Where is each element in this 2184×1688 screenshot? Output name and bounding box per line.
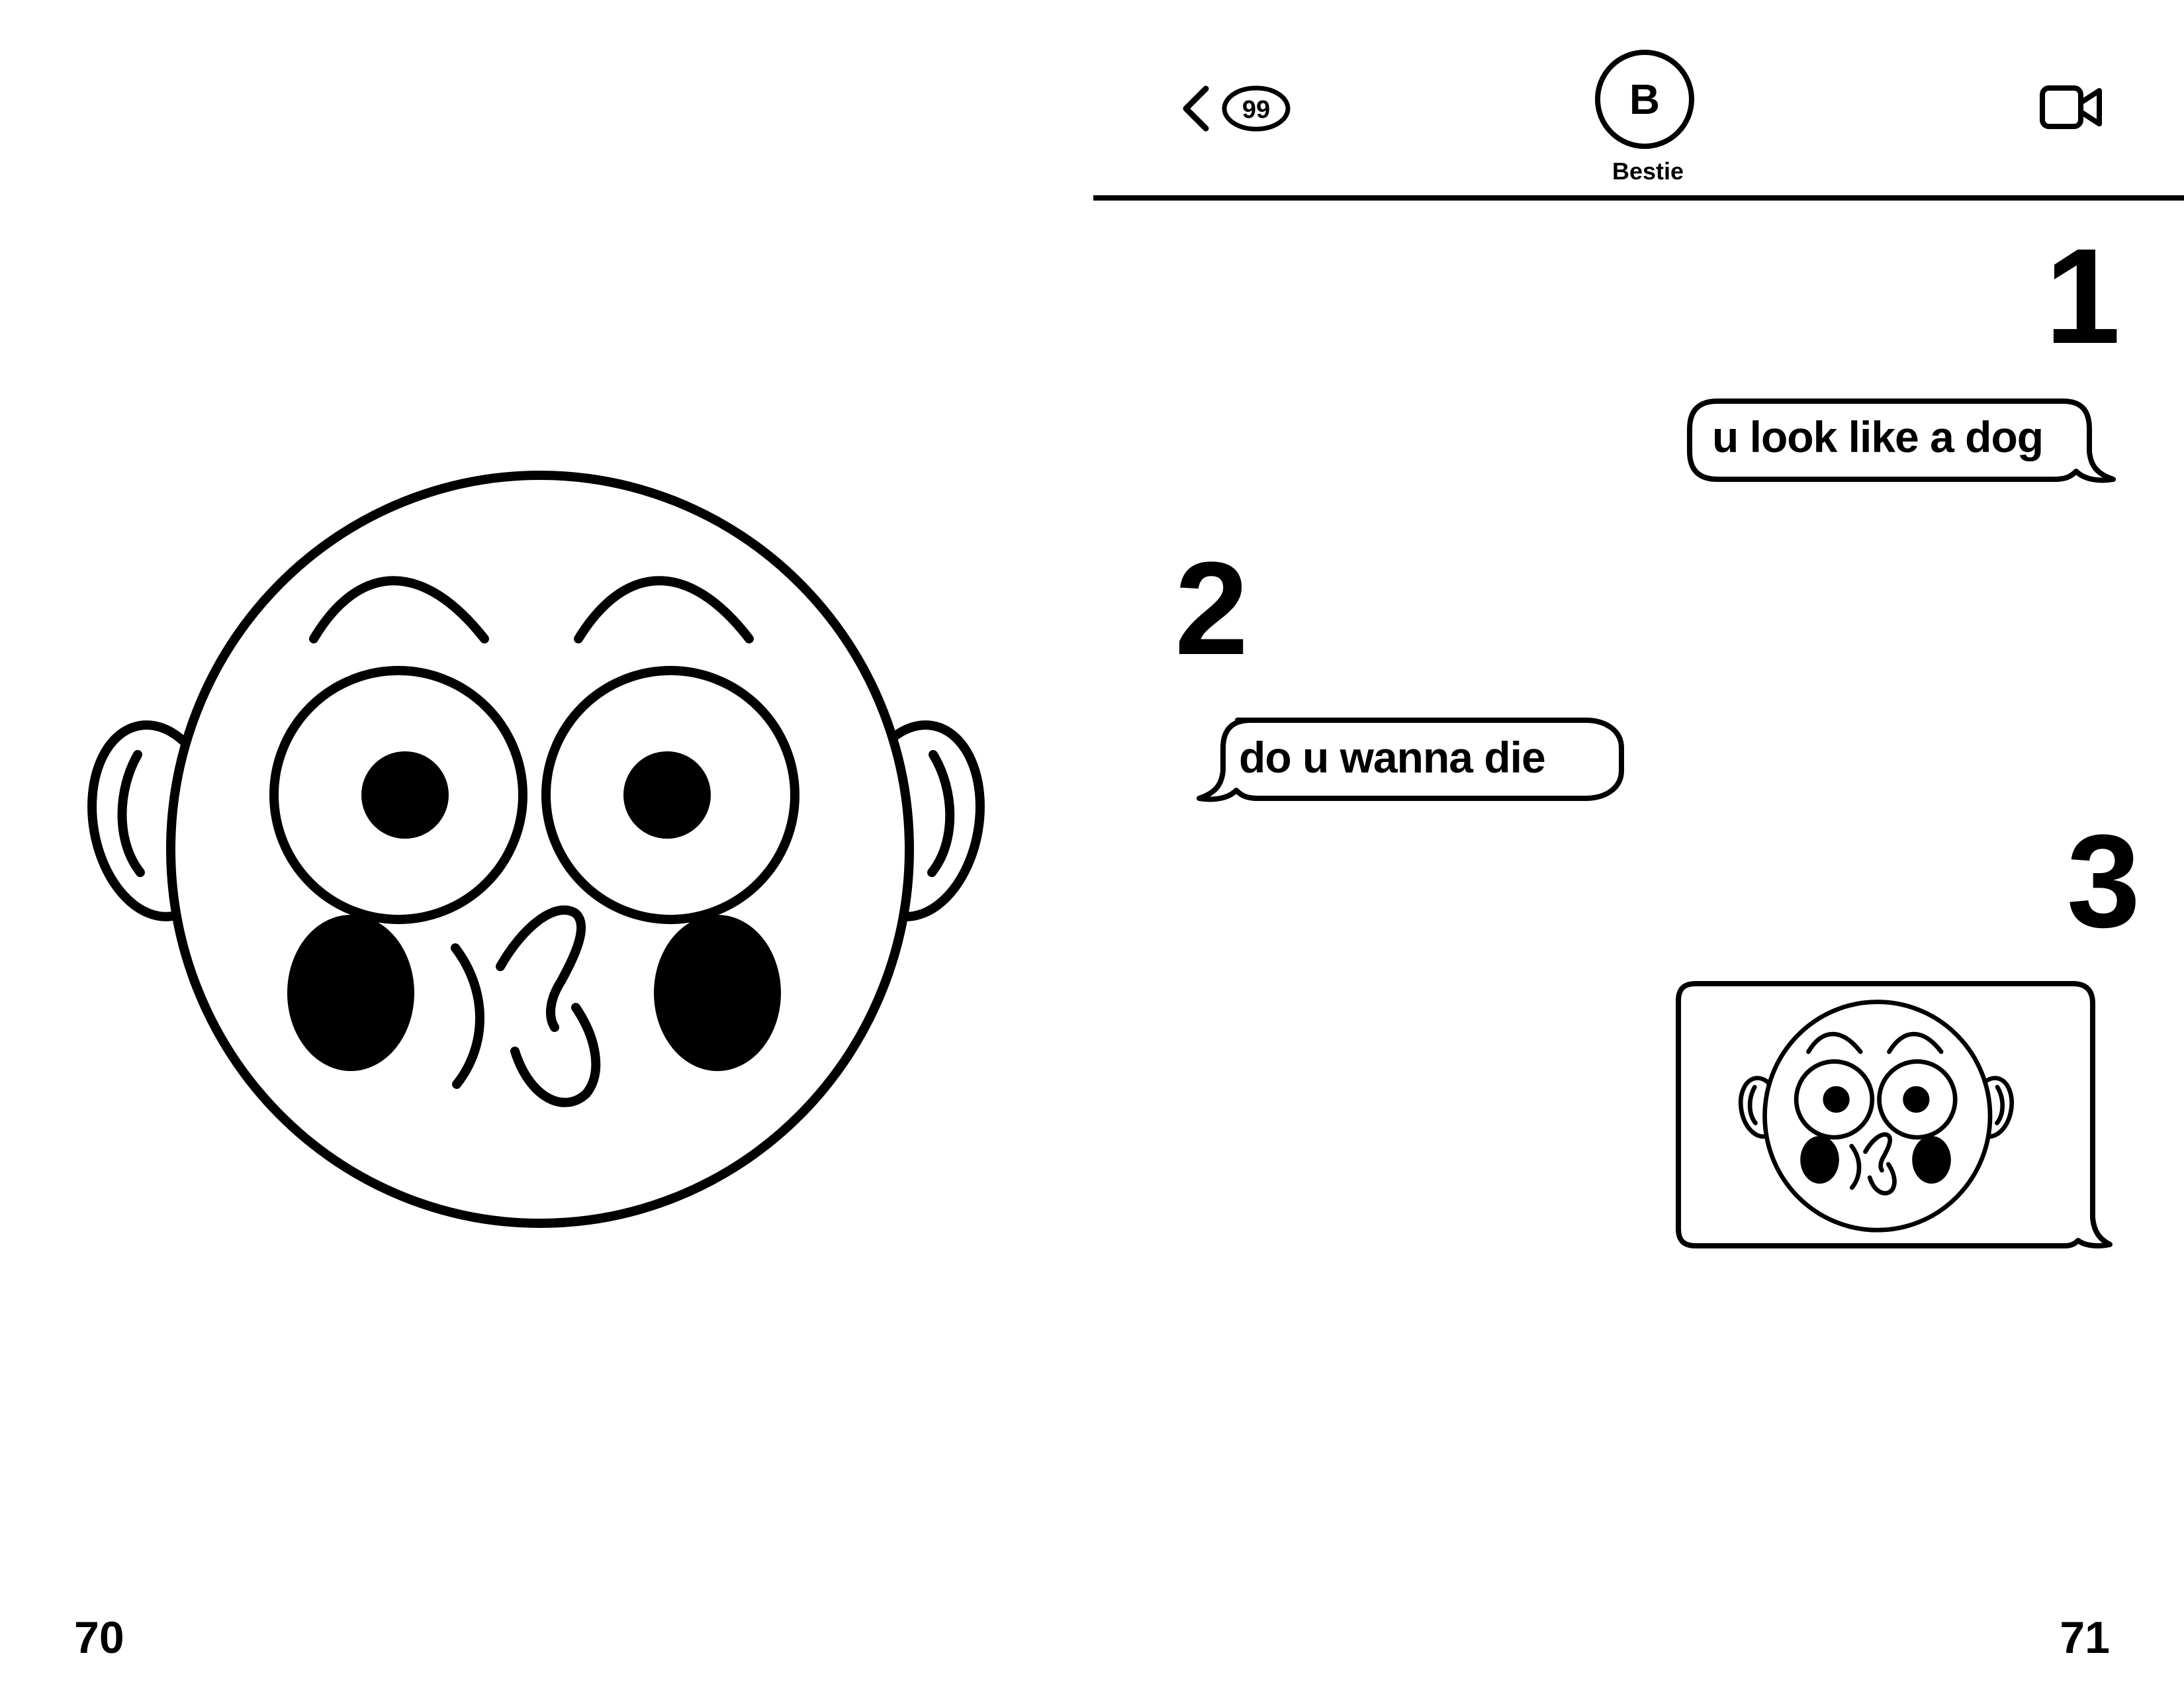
step-number-3: 3 [2066, 808, 2140, 955]
contact-name[interactable]: Bestie [1612, 158, 1684, 185]
big-face-illustration [87, 471, 985, 1228]
message-bubble-image[interactable] [1674, 980, 2113, 1251]
unread-badge [1222, 85, 1291, 132]
face-drawing-attachment [1738, 1000, 2014, 1233]
message-bubble-outgoing[interactable]: u look like a dog [1684, 397, 2116, 483]
header-divider [1093, 195, 2184, 201]
back-button[interactable]: 99 [1177, 74, 1296, 140]
step-number-1: 1 [2044, 220, 2120, 372]
unread-count: 99 [1242, 96, 1270, 124]
step-number-2: 2 [1175, 535, 1248, 682]
avatar-initial: B [1629, 75, 1661, 123]
message-text: u look like a dog [1712, 412, 2044, 461]
contact-avatar[interactable]: B [1595, 50, 1694, 149]
message-text: do u wanna die [1239, 733, 1546, 782]
back-chevron-icon [1183, 85, 1209, 132]
page-number-left: 70 [74, 1613, 124, 1663]
video-camera-icon[interactable] [2038, 83, 2105, 132]
page-number-right: 71 [2060, 1613, 2110, 1663]
message-bubble-incoming[interactable]: do u wanna die [1178, 716, 1628, 802]
